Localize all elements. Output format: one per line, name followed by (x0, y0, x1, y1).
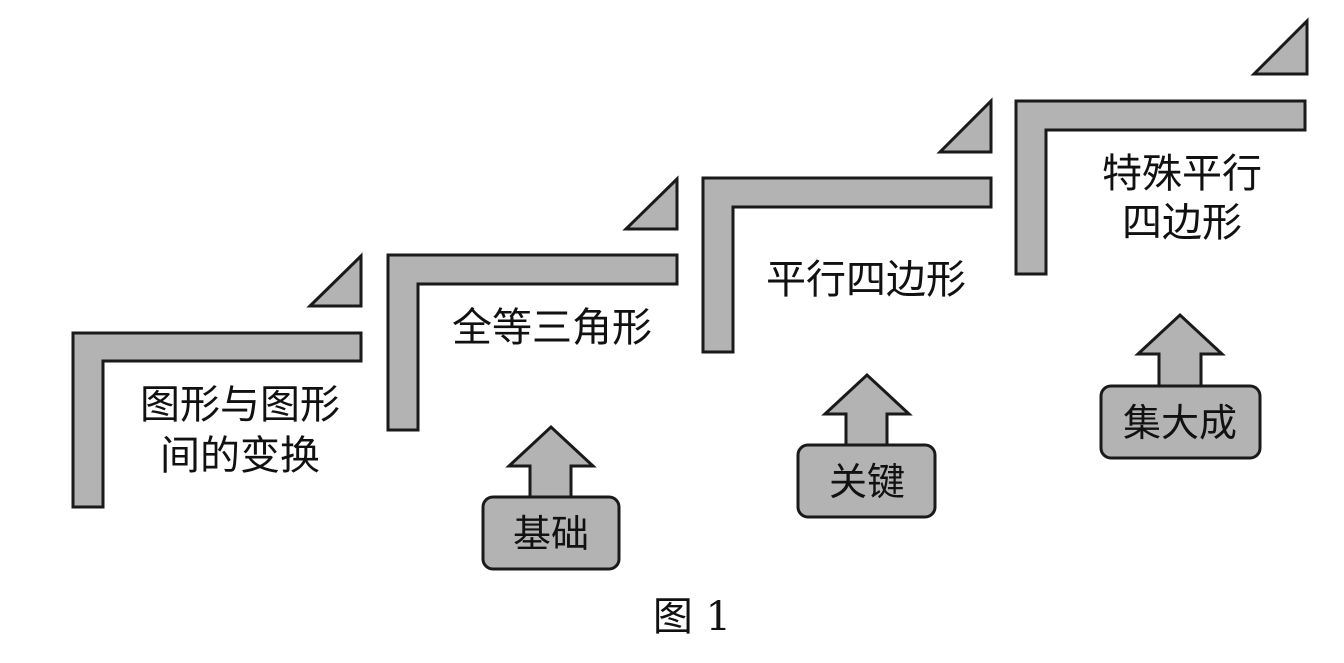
step-4-label-line1: 特殊平行 (1102, 151, 1262, 197)
tag-culmination: 集大成 (1099, 312, 1262, 460)
tag-foundation-box (481, 495, 621, 571)
step-1-label-line1: 图形与图形 (140, 382, 340, 428)
tag-foundation-label: 基础 (513, 512, 589, 556)
step-1: 图形与图形 间的变换 (71, 252, 363, 509)
step-3-triangle (936, 97, 993, 154)
tag-culmination-box (1099, 384, 1262, 460)
step-2-label: 全等三角形 (452, 305, 652, 351)
up-arrow-icon (1134, 312, 1226, 388)
step-2-bracket (386, 253, 679, 432)
tag-key: 关键 (796, 372, 937, 519)
up-arrow-icon (821, 372, 913, 447)
step-4: 特殊平行 四边形 (1014, 17, 1309, 276)
step-2: 全等三角形 (386, 175, 679, 432)
up-arrow-icon (505, 424, 597, 499)
step-3: 平行四边形 (701, 97, 993, 354)
step-4-bracket (1014, 99, 1307, 276)
tag-foundation: 基础 (481, 424, 621, 571)
tag-key-box (796, 443, 937, 519)
step-2-triangle (622, 175, 679, 231)
step-4-triangle (1250, 17, 1309, 76)
figure-caption: 图 1 (653, 594, 731, 640)
step-3-label: 平行四边形 (766, 257, 966, 303)
step-3-bracket (701, 176, 993, 354)
tag-culmination-label: 集大成 (1123, 401, 1237, 445)
step-1-triangle (306, 252, 363, 308)
step-4-label-line2: 四边形 (1122, 200, 1242, 246)
step-1-bracket (71, 331, 363, 509)
step-1-label-line2: 间的变换 (160, 433, 320, 479)
tag-key-label: 关键 (829, 460, 905, 504)
